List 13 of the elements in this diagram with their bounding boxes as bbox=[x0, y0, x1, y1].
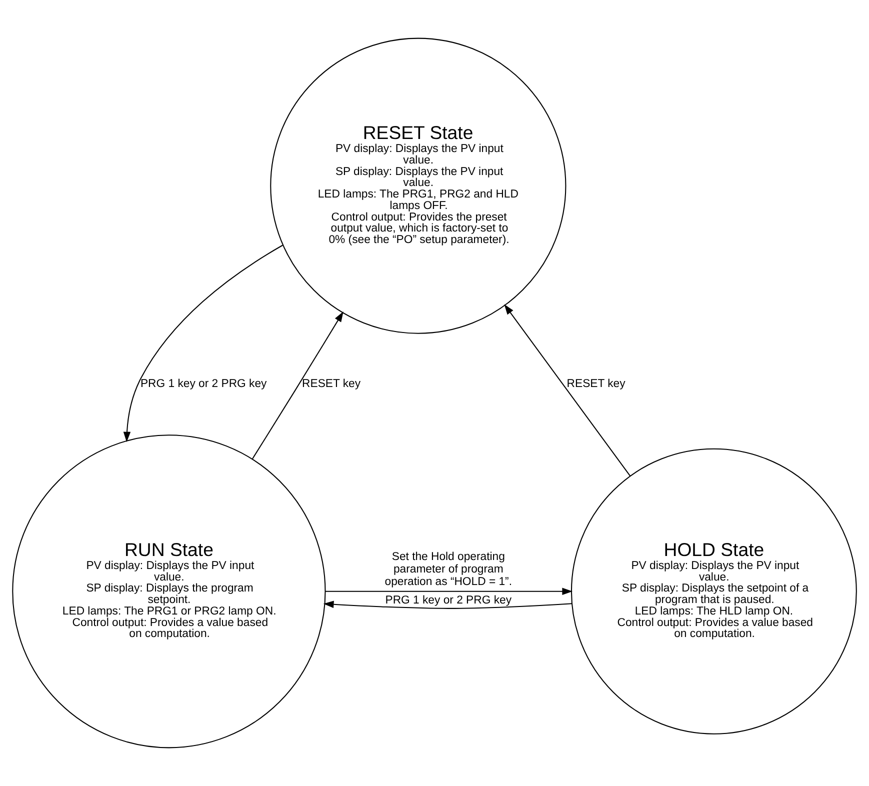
arrow bbox=[252, 311, 344, 460]
edge-label: PRG 1 key or 2 PRG key bbox=[140, 378, 267, 390]
edge-label: RESET key bbox=[302, 378, 361, 390]
arrow bbox=[504, 304, 631, 476]
node-circle: RESET State PV display: Displays the PV input value. SP display: Displays the PV input value. LED lamps: The PRG1, PRG2 and HLD lamps OFF. Control output: Provides the preset output value, which is factory-set to 0% (see the “PO” setup parameter). bbox=[270, 38, 566, 334]
arrow bbox=[123, 244, 283, 442]
node-circle: HOLD State PV display: Displays the PV input value. SP display: Displays the setpoint of a program that is paused. LED lamps: The HLD lamp ON. Control output: Provides a value based on computation. bbox=[570, 448, 857, 734]
arrow bbox=[326, 588, 573, 595]
arrow bbox=[323, 600, 572, 609]
edge-label: Set the Hold operating parameter of program operation as “HOLD = 1”. bbox=[384, 551, 512, 588]
edge-label: PRG 1 key or 2 PRG key bbox=[385, 594, 512, 607]
node-circle: RUN State PV display: Displays the PV input value. SP display: Displays the program setpoint. LED lamps: The PRG1 or PRG2 lamp ON. Control output: Provides a value based on computation. bbox=[12, 434, 326, 748]
edge-label: RESET key bbox=[566, 378, 626, 390]
